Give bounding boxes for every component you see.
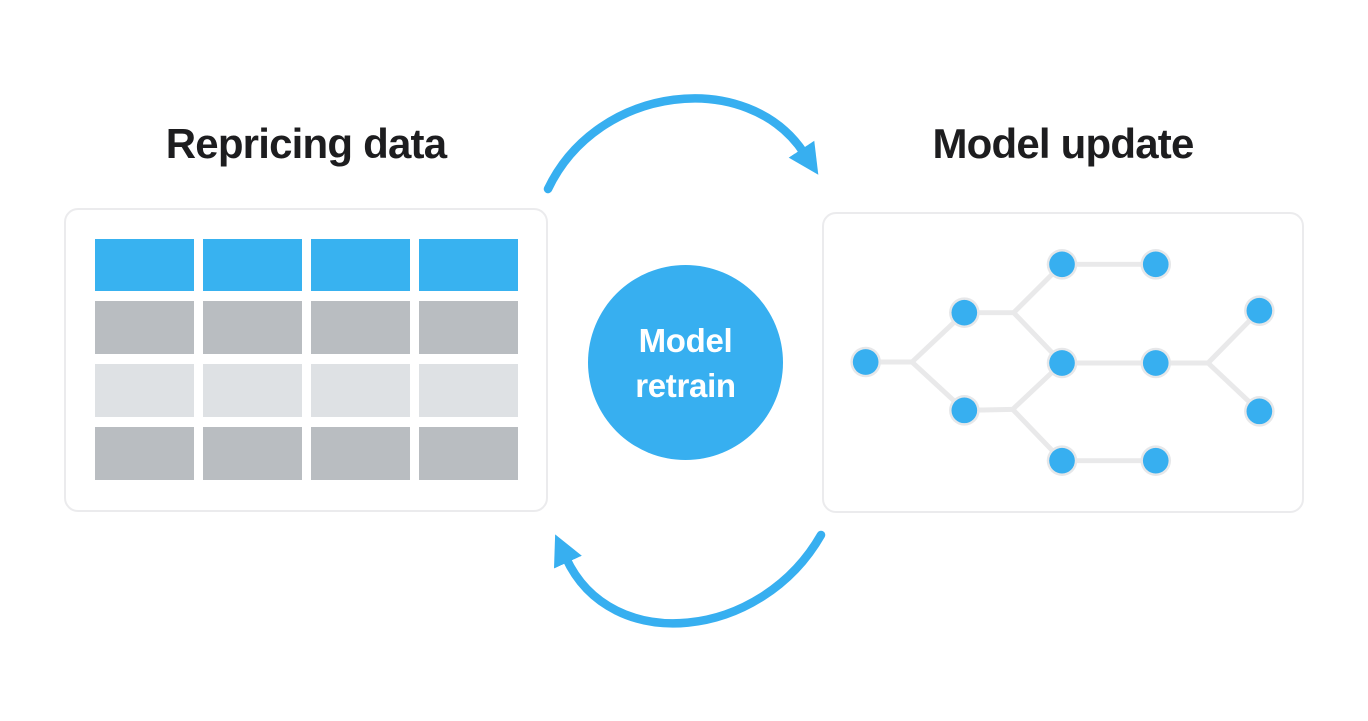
network-node	[951, 397, 978, 424]
left-panel-title: Repricing data	[165, 120, 447, 167]
model-retrain-circle: Model retrain	[588, 265, 783, 460]
table-cell-data-row-2	[203, 364, 302, 417]
network-node	[1142, 251, 1169, 278]
network-node	[1246, 398, 1273, 425]
table-cell-data-row-2	[311, 364, 410, 417]
network-node	[852, 349, 879, 375]
model-update-card	[822, 212, 1304, 513]
table-cell-data-row-2	[419, 364, 518, 417]
table-cell-data-row-2	[95, 364, 194, 417]
table-cell-header-row	[419, 239, 518, 291]
table-cell-header-row	[95, 239, 194, 291]
table-cell-data-row-3	[95, 427, 194, 480]
repricing-data-card	[64, 208, 548, 512]
data-table-illustration	[95, 239, 518, 480]
table-cell-header-row	[203, 239, 302, 291]
right-panel-title: Model update	[932, 120, 1194, 167]
table-cell-data-row-3	[311, 427, 410, 480]
network-node	[1049, 251, 1075, 278]
network-node	[1246, 297, 1273, 324]
network-node	[1049, 350, 1075, 376]
table-cell-data-row-1	[419, 301, 518, 354]
decision-tree-illustration	[850, 249, 1275, 476]
network-node	[951, 299, 978, 326]
table-cell-data-row-1	[311, 301, 410, 354]
table-cell-data-row-3	[419, 427, 518, 480]
cycle-arrow-top-icon	[543, 94, 819, 194]
table-cell-data-row-1	[95, 301, 194, 354]
table-cell-data-row-3	[203, 427, 302, 480]
network-node	[1142, 447, 1169, 474]
network-node	[1142, 350, 1169, 376]
network-node	[1049, 447, 1075, 474]
table-cell-data-row-1	[203, 301, 302, 354]
model-retrain-label-line2: retrain	[635, 366, 736, 404]
model-retrain-label-line1: Model	[638, 321, 733, 359]
cycle-arrow-bottom-icon	[554, 530, 826, 628]
table-cell-header-row	[311, 239, 410, 291]
model-retrain-label: Model retrain	[635, 318, 736, 408]
